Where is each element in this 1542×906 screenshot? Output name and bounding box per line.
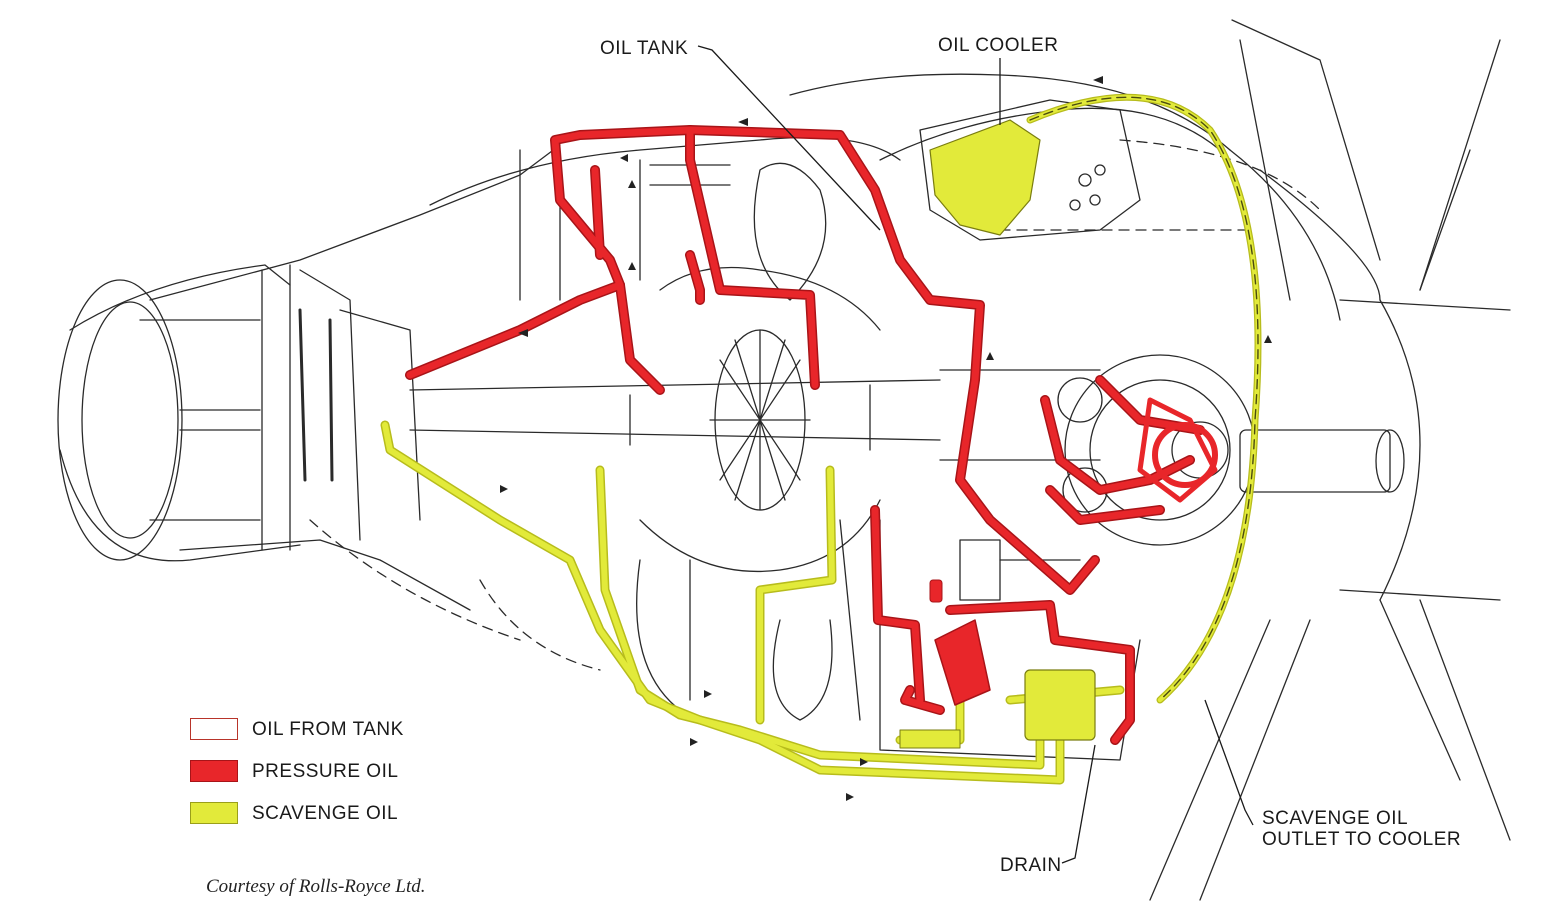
label-oil-cooler: OIL COOLER bbox=[938, 35, 1059, 56]
label-oil-tank: OIL TANK bbox=[600, 38, 689, 59]
pressure-oil-lines bbox=[405, 125, 1218, 745]
flow-arrows bbox=[500, 76, 1272, 801]
label-drain: DRAIN bbox=[1000, 855, 1062, 876]
legend-swatch-scavenge-oil bbox=[190, 802, 238, 824]
legend-label: PRESSURE OIL bbox=[252, 761, 399, 782]
credit-line: Courtesy of Rolls-Royce Ltd. bbox=[206, 876, 426, 897]
legend-swatch-oil-from-tank bbox=[190, 718, 238, 740]
label-scavenge-oil-outlet: SCAVENGE OIL OUTLET TO COOLER bbox=[1262, 808, 1461, 850]
leader-lines bbox=[697, 45, 1254, 864]
label-scavenge-outlet-line1: SCAVENGE OIL bbox=[1262, 808, 1409, 829]
scavenge-oil-lines bbox=[380, 93, 1262, 785]
label-scavenge-outlet-line2: OUTLET TO COOLER bbox=[1262, 829, 1462, 850]
legend-label: OIL FROM TANK bbox=[252, 719, 404, 740]
legend-label: SCAVENGE OIL bbox=[252, 803, 399, 824]
legend-swatch-pressure-oil bbox=[190, 760, 238, 782]
